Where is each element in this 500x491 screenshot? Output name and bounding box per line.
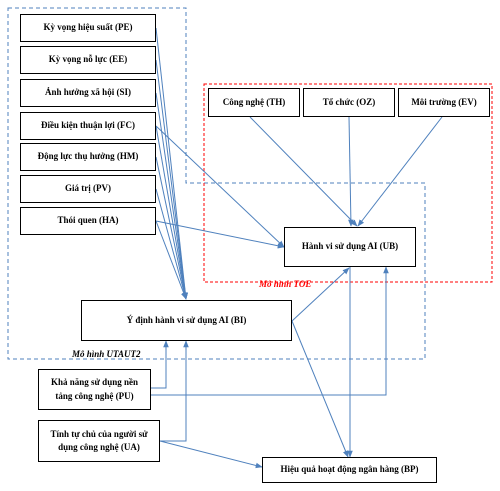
arrow-bi-ub — [291, 267, 350, 322]
arrow-hm-bi — [155, 156, 188, 300]
arrow-ua-bi — [160, 340, 189, 442]
arrow-pv-bi — [155, 188, 188, 300]
node-pe: Kỳ vọng hiệu suất (PE) — [20, 14, 156, 42]
node-pu: Khả năng sử dụng nền tảng công nghệ (PU) — [38, 369, 151, 410]
node-bi: Ý định hành vi sử dụng AI (BI) — [81, 300, 292, 341]
toe-region-outline — [203, 83, 493, 283]
node-bp: Hiệu quả hoạt động ngân hàng (BP) — [262, 457, 437, 483]
arrow-pu-ub — [151, 266, 389, 396]
node-ha: Thói quen (HA) — [20, 207, 156, 235]
node-ub: Hành vi sử dụng AI (UB) — [284, 227, 416, 267]
node-hm: Động lực thụ hưởng (HM) — [20, 143, 156, 171]
node-ee: Kỳ vọng nỗ lực (EE) — [20, 46, 156, 74]
utaut2-region-label: Mô hình UTAUT2 — [72, 349, 141, 359]
arrow-si-bi — [155, 92, 188, 300]
arrow-pu-bi — [151, 340, 169, 389]
node-oz: Tổ chức (OZ) — [303, 88, 395, 117]
arrow-oz-ub — [348, 116, 354, 227]
node-ev: Môi trường (EV) — [398, 88, 490, 117]
arrow-ha-ub — [155, 220, 285, 249]
arrow-fc-ub — [155, 125, 285, 248]
node-ua: Tính tự chủ của người sử dụng công nghệ … — [38, 420, 160, 462]
toe-region-label: Mô hình TOE — [259, 279, 312, 289]
node-fc: Điều kiện thuận lợi (FC) — [20, 112, 156, 140]
arrow-ha-bi — [155, 220, 187, 300]
node-pv: Giá trị (PV) — [20, 175, 156, 203]
arrow-ua-bp — [159, 440, 263, 469]
arrow-ev-ub — [357, 116, 443, 227]
arrow-bi-bp — [291, 320, 349, 458]
arrow-th-ub — [249, 116, 358, 227]
arrow-ee-bi — [155, 59, 188, 300]
utaut2-region-outline — [7, 7, 426, 360]
node-th: Công nghệ (TH) — [208, 88, 300, 117]
arrow-pe-bi — [155, 27, 189, 300]
node-si: Ảnh hưởng xã hội (SI) — [20, 79, 156, 107]
arrow-fc-bi — [155, 125, 188, 300]
